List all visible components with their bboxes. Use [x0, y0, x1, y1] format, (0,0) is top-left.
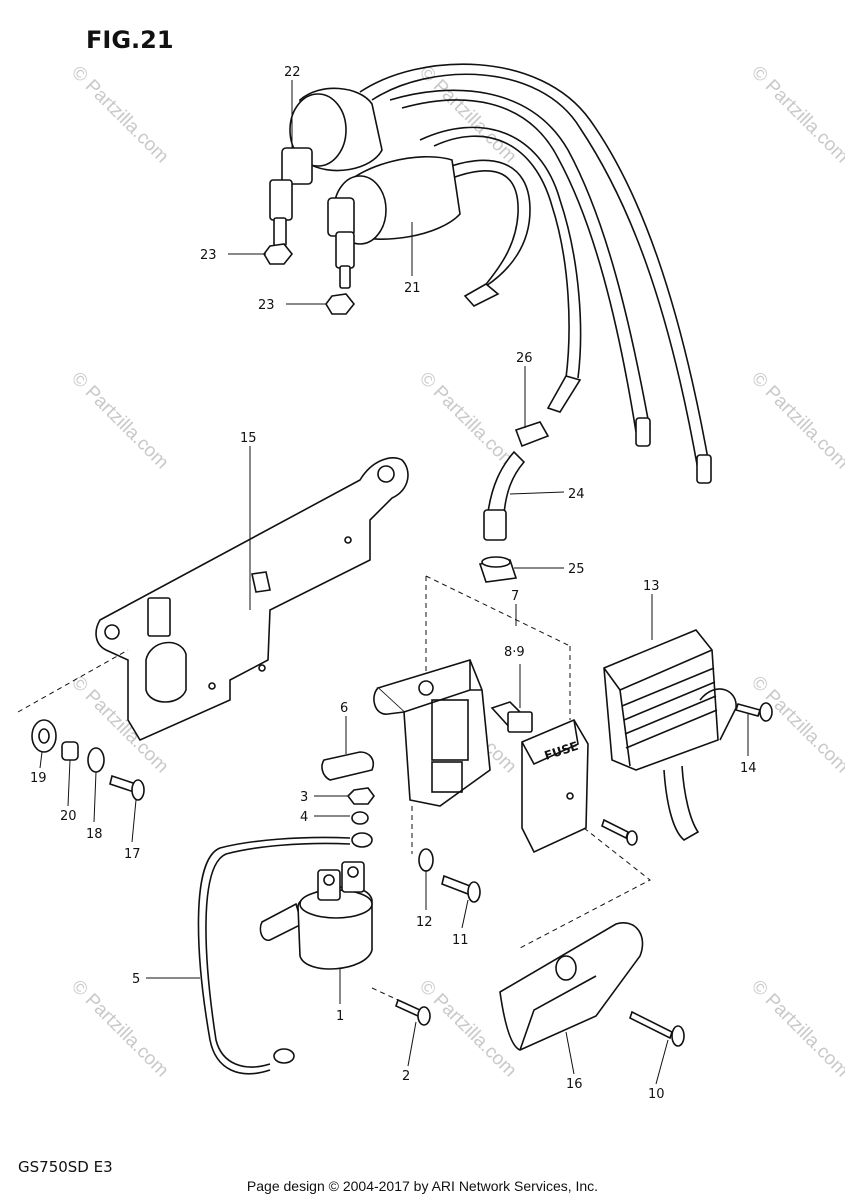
bushing-19	[31, 719, 57, 753]
callout-18: 18	[86, 827, 103, 842]
cap-26	[514, 421, 550, 448]
fuse-cover: FUSE	[521, 718, 589, 854]
callout-11: 11	[452, 933, 469, 948]
leader-lines	[39, 80, 749, 1085]
washer-4	[351, 811, 369, 825]
fuse-8-9	[490, 701, 533, 733]
figure-title: FIG.21	[86, 26, 174, 54]
callout-15: 15	[240, 431, 257, 446]
callout-16: 16	[566, 1077, 583, 1092]
starter-relay-1	[259, 861, 373, 970]
fuse-box-7	[373, 659, 491, 807]
bolt-17	[109, 774, 145, 801]
ignition-coil-22	[269, 87, 383, 247]
regulator-13	[603, 629, 737, 841]
callout-24: 24	[568, 487, 585, 502]
callout-21: 21	[404, 281, 421, 296]
callout-2: 2	[402, 1069, 410, 1084]
callout-23a: 23	[200, 248, 217, 263]
callout-10: 10	[648, 1087, 665, 1102]
callout-3: 3	[300, 790, 308, 805]
battery-lead-5	[197, 832, 373, 1075]
high-tension-leads	[359, 63, 711, 471]
collar-20	[61, 741, 79, 761]
washer-12	[418, 848, 434, 872]
callout-23b: 23	[258, 298, 275, 313]
callout-8-9: 8·9	[504, 645, 525, 660]
nut-23	[263, 243, 356, 315]
bracket-15	[95, 456, 409, 742]
callout-22: 22	[284, 65, 301, 80]
callout-4: 4	[300, 810, 308, 825]
callout-6: 6	[340, 701, 348, 716]
callout-17: 17	[124, 847, 141, 862]
ignition-coil-21	[327, 156, 461, 289]
callout-26: 26	[516, 351, 533, 366]
callout-25: 25	[568, 562, 585, 577]
callout-20: 20	[60, 809, 77, 824]
lead-ends	[463, 283, 712, 484]
cover-16	[499, 922, 644, 1051]
screw-2	[395, 998, 431, 1026]
hose-24	[483, 450, 526, 541]
callout-5: 5	[132, 972, 140, 987]
washer-18	[87, 747, 105, 773]
callout-7: 7	[511, 589, 519, 604]
callout-1: 1	[336, 1009, 344, 1024]
bolt-11	[441, 874, 481, 903]
cap-6	[321, 751, 375, 781]
model-code: GS750SD E3	[18, 1158, 113, 1176]
screw-14	[734, 702, 773, 722]
bolt-10	[629, 1010, 685, 1047]
grommet-25	[478, 556, 518, 583]
callout-19: 19	[30, 771, 47, 786]
screw-fuse	[601, 818, 638, 846]
callout-14: 14	[740, 761, 757, 776]
nut-3	[346, 787, 375, 805]
footer-credit: Page design © 2004-2017 by ARI Network S…	[246, 1178, 599, 1194]
callout-12: 12	[416, 915, 433, 930]
callout-13: 13	[643, 579, 660, 594]
